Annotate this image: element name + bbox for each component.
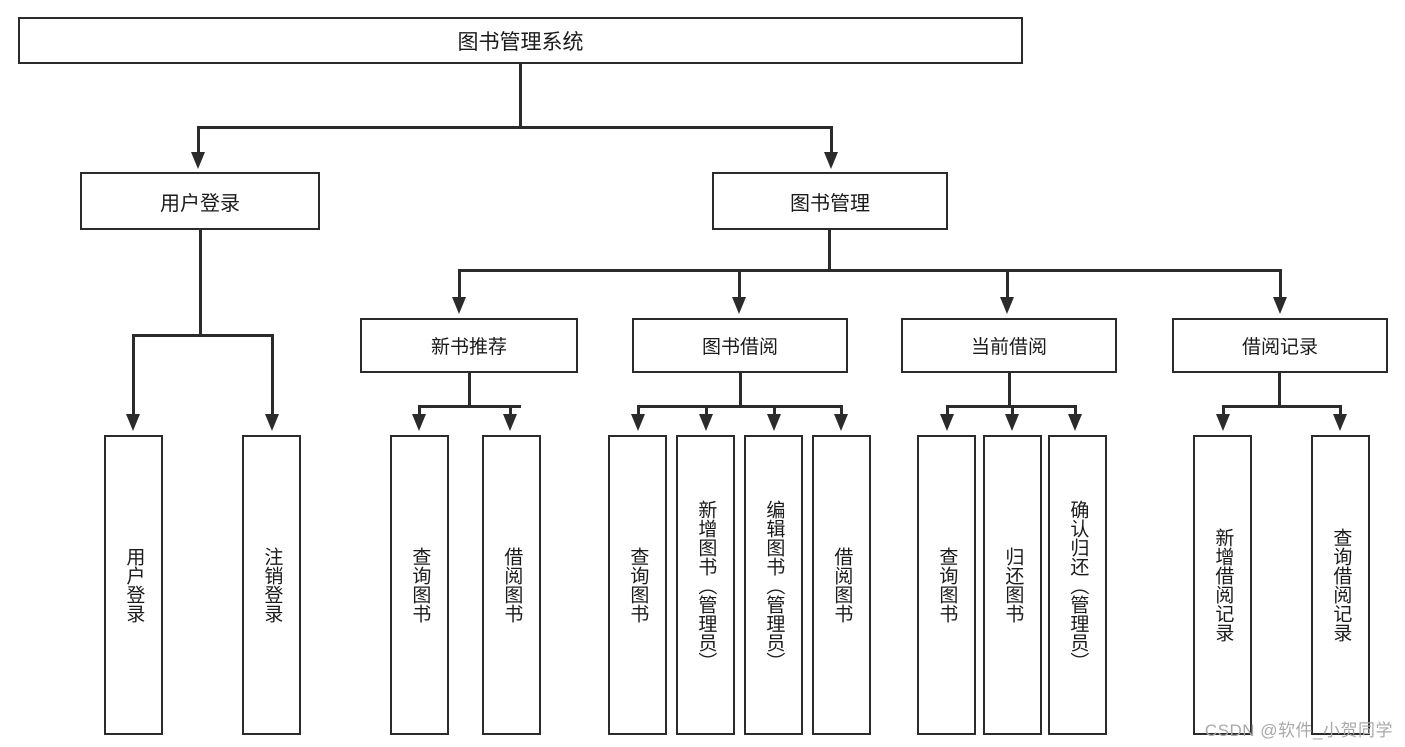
edge-current-drop-3	[1074, 405, 1077, 417]
node-borrow-record[interactable]: 借阅记录	[1172, 318, 1388, 373]
edge-level2-bus	[458, 269, 1282, 272]
arrowhead-book-borrow	[732, 297, 746, 314]
node-label: 当前借阅	[970, 337, 1047, 358]
arrowhead-new-book-recommend	[452, 297, 466, 314]
edge-user-login-drop-1	[132, 334, 135, 416]
edge-borrow-drop-1	[637, 405, 640, 417]
leaf-query-book-recommend[interactable]: 查询图书	[390, 435, 449, 735]
node-label: 归还图书	[1002, 547, 1024, 623]
edge-borrow-bus	[637, 405, 843, 408]
edge-record-bus	[1222, 405, 1342, 408]
edge-recommend-drop-1	[418, 405, 421, 417]
node-label: 查询图书	[627, 547, 649, 623]
arrowhead-leaf-logout	[265, 414, 279, 431]
node-label: 查询借阅记录	[1330, 528, 1352, 642]
node-book-borrow[interactable]: 图书借阅	[632, 318, 848, 373]
edge-level2-drop-3	[1006, 269, 1009, 299]
arrowhead-current-borrow	[1000, 297, 1014, 314]
node-label: 用户登录	[123, 547, 145, 623]
node-label: 确认归还（管理员）	[1067, 499, 1089, 671]
edge-record-drop-1	[1222, 405, 1225, 417]
edge-drop-book-manage	[830, 126, 833, 154]
arrowhead-leaf-query-book-2	[631, 414, 645, 431]
edge-level2-drop-2	[738, 269, 741, 299]
arrowhead-leaf-add-record	[1216, 414, 1230, 431]
arrowhead-leaf-borrow-book-2	[834, 414, 848, 431]
node-label: 注销登录	[261, 547, 283, 623]
arrowhead-book-manage	[824, 152, 838, 169]
edge-current-drop-2	[1011, 405, 1014, 417]
edge-drop-user-login	[197, 126, 200, 154]
edge-recommend-drop-2	[509, 405, 512, 417]
node-label: 图书管理	[790, 192, 870, 215]
leaf-add-book-admin[interactable]: 新增图书（管理员）	[676, 435, 735, 735]
leaf-query-book-current[interactable]: 查询图书	[917, 435, 976, 735]
leaf-return-book[interactable]: 归还图书	[983, 435, 1042, 735]
node-current-borrow[interactable]: 当前借阅	[901, 318, 1117, 373]
node-label: 图书借阅	[701, 337, 778, 358]
edge-borrow-drop-3	[773, 405, 776, 417]
node-label: 新书推荐	[430, 337, 507, 358]
leaf-query-borrow-record[interactable]: 查询借阅记录	[1311, 435, 1370, 735]
edge-borrow-trunk	[739, 373, 742, 407]
edge-recommend-trunk	[468, 373, 471, 407]
edge-recommend-bus	[418, 405, 521, 408]
node-book-management[interactable]: 图书管理	[712, 172, 948, 230]
arrowhead-leaf-query-book-3	[940, 414, 954, 431]
arrowhead-leaf-query-book-1	[412, 414, 426, 431]
edge-record-drop-2	[1339, 405, 1342, 417]
arrowhead-leaf-borrow-book-1	[503, 414, 517, 431]
edge-user-login-bus	[132, 334, 274, 337]
arrowhead-borrow-record	[1273, 297, 1287, 314]
node-root-system[interactable]: 图书管理系统	[18, 17, 1023, 64]
edge-level2-drop-4	[1279, 269, 1282, 299]
leaf-borrow-book-borrow[interactable]: 借阅图书	[812, 435, 871, 735]
leaf-confirm-return-admin[interactable]: 确认归还（管理员）	[1048, 435, 1107, 735]
node-label: 借阅记录	[1241, 337, 1318, 358]
edge-current-drop-1	[946, 405, 949, 417]
leaf-query-book-borrow[interactable]: 查询图书	[608, 435, 667, 735]
arrowhead-leaf-query-record	[1333, 414, 1347, 431]
leaf-logout[interactable]: 注销登录	[242, 435, 301, 735]
edge-user-login-trunk	[199, 230, 202, 336]
edge-borrow-drop-2	[705, 405, 708, 417]
node-label: 图书管理系统	[457, 30, 584, 54]
node-label: 新增借阅记录	[1212, 528, 1234, 642]
leaf-user-login[interactable]: 用户登录	[104, 435, 163, 735]
node-label: 查询图书	[936, 547, 958, 623]
node-new-book-recommend[interactable]: 新书推荐	[360, 318, 578, 373]
leaf-edit-book-admin[interactable]: 编辑图书（管理员）	[744, 435, 803, 735]
edge-book-manage-trunk	[828, 230, 831, 272]
arrowhead-leaf-add-book	[699, 414, 713, 431]
edge-level1-bus	[197, 126, 833, 129]
edge-record-trunk	[1278, 373, 1281, 407]
edge-user-login-drop-2	[271, 334, 274, 416]
arrowhead-leaf-confirm-return	[1068, 414, 1082, 431]
edge-level2-drop-1	[458, 269, 461, 299]
node-label: 借阅图书	[831, 547, 853, 623]
leaf-add-borrow-record[interactable]: 新增借阅记录	[1193, 435, 1252, 735]
leaf-borrow-book-recommend[interactable]: 借阅图书	[482, 435, 541, 735]
edge-borrow-drop-4	[840, 405, 843, 417]
arrowhead-leaf-user-login	[126, 414, 140, 431]
arrowhead-leaf-return-book	[1005, 414, 1019, 431]
edge-root-trunk	[519, 64, 522, 128]
node-user-login[interactable]: 用户登录	[80, 172, 320, 230]
watermark-text: CSDN @软件_小贺同学	[1204, 721, 1393, 740]
node-label: 查询图书	[409, 547, 431, 623]
arrowhead-user-login	[191, 152, 205, 169]
arrowhead-leaf-edit-book	[767, 414, 781, 431]
node-label: 编辑图书（管理员）	[763, 499, 785, 671]
node-label: 借阅图书	[501, 547, 523, 623]
edge-current-trunk	[1008, 373, 1011, 407]
node-label: 新增图书（管理员）	[695, 499, 717, 671]
node-label: 用户登录	[160, 192, 240, 215]
